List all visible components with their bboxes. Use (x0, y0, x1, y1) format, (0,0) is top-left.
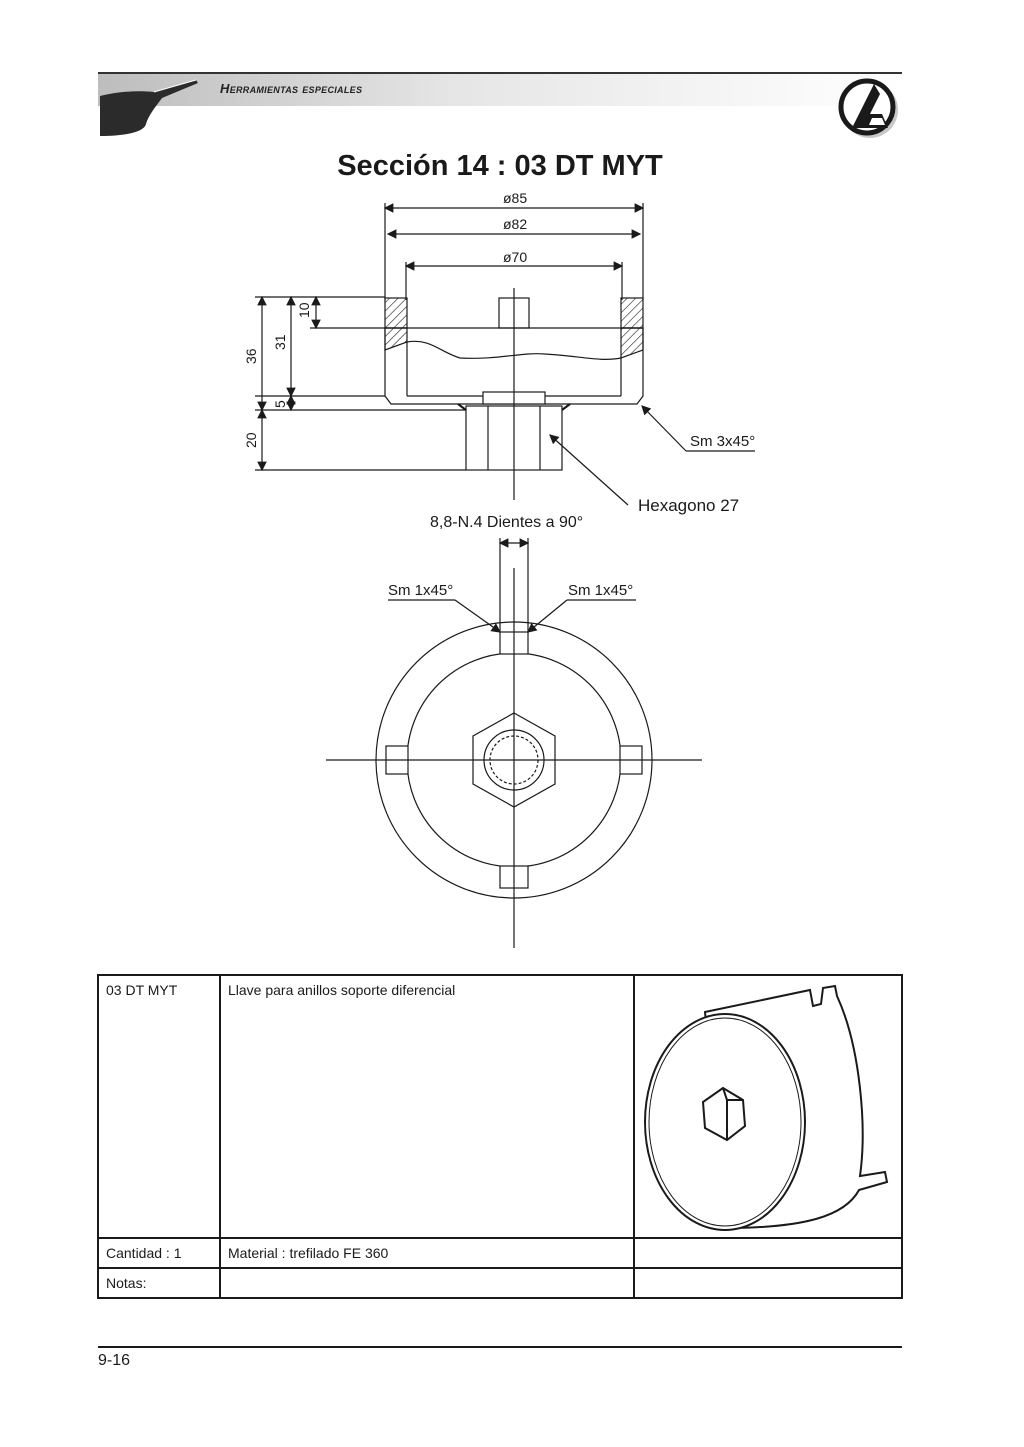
dim-h20: 20 (243, 432, 259, 448)
tool-illustration (633, 974, 903, 1239)
brand-logo-icon (838, 78, 898, 138)
section-label: Herramientas especiales (220, 81, 363, 96)
page-header: Herramientas especiales (98, 72, 902, 106)
notes-cell (219, 1267, 635, 1299)
tool-code: 03 DT MYT (97, 974, 221, 1239)
notes-label: Notas: (97, 1267, 221, 1299)
pointing-hand-icon (100, 79, 198, 136)
dim-h36: 36 (243, 348, 259, 364)
notes-extra-cell (633, 1267, 903, 1299)
technical-drawing: ø85 ø82 ø70 10 31 36 5 20 Sm 3x45° Hexag… (243, 190, 755, 948)
chamfer-right-note: Sm 1x45° (568, 582, 633, 599)
dim-h31: 31 (272, 334, 288, 350)
dim-d85: ø85 (503, 190, 527, 206)
dim-h5: 5 (272, 400, 288, 408)
empty-cell (633, 1237, 903, 1269)
front-view (326, 568, 702, 948)
dim-d82: ø82 (503, 216, 527, 232)
quantity-cell: Cantidad : 1 (97, 1237, 221, 1269)
chamfer-side-note: Sm 3x45° (690, 433, 755, 450)
teeth-note: 8,8-N.4 Dientes a 90° (430, 514, 583, 531)
dim-d70: ø70 (503, 249, 527, 265)
footer-rule (98, 1346, 902, 1348)
header-bar (98, 72, 902, 106)
hexagon-note: Hexagono 27 (638, 496, 739, 515)
tool-spec-table: 03 DT MYT Llave para anillos soporte dif… (97, 974, 903, 1299)
page-title: Sección 14 : 03 DT MYT (337, 150, 663, 182)
tool-description: Llave para anillos soporte diferencial (219, 974, 635, 1239)
material-cell: Material : trefilado FE 360 (219, 1237, 635, 1269)
tool-3d-illustration (644, 984, 889, 1231)
page-number: 9-16 (98, 1352, 131, 1369)
side-view (255, 203, 755, 633)
chamfer-left-note: Sm 1x45° (388, 582, 453, 599)
dim-h10: 10 (296, 302, 312, 318)
